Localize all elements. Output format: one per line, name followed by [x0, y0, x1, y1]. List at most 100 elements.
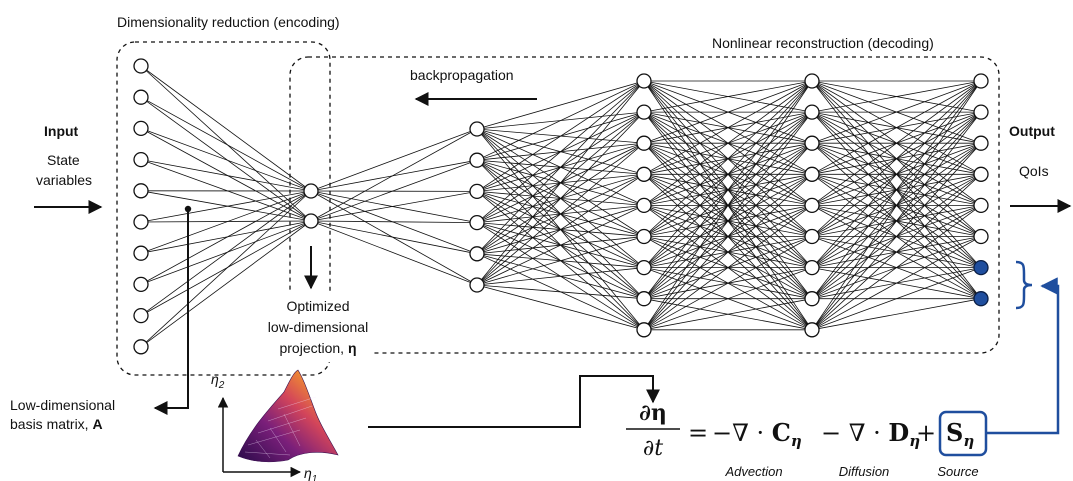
- node-layer2-1: [469, 152, 485, 168]
- connection-l3-8-6: [643, 267, 813, 331]
- eq-lhs-denominator: ∂t: [643, 436, 663, 461]
- node-layer0-5: [133, 214, 149, 230]
- connection-l0-6-0: [140, 190, 312, 254]
- connection-l0-7-0: [140, 190, 312, 285]
- connection-l3-8-3: [643, 174, 813, 331]
- connection-l1-1-5: [310, 220, 478, 286]
- connection-l4-8-4: [811, 205, 982, 331]
- node-layer4-4: [804, 197, 820, 214]
- encoding-box: [116, 41, 331, 376]
- connection-l1-0-3: [310, 190, 478, 223]
- connection-l3-8-4: [643, 205, 813, 331]
- connection-l1-0-4: [310, 190, 478, 255]
- connection-l4-8-7: [811, 298, 982, 331]
- connection-l2-5-0: [476, 80, 645, 286]
- connection-l0-2-1: [140, 128, 312, 222]
- connection-l0-9-1: [140, 220, 312, 348]
- input-title: Input: [44, 123, 79, 139]
- connection-l1-0-0: [310, 128, 478, 192]
- connection-l1-0-5: [310, 190, 478, 286]
- node-layer5-5: [973, 228, 989, 245]
- connection-l2-3-0: [476, 80, 645, 223]
- node-layer3-1: [636, 104, 652, 120]
- connection-l4-8-5: [811, 236, 982, 331]
- connection-l1-1-3: [310, 220, 478, 223]
- node-layer0-2: [133, 120, 149, 137]
- node-layer3-8: [636, 322, 652, 338]
- connection-l3-2-0: [643, 80, 813, 144]
- connection-l0-9-0: [140, 190, 312, 348]
- connection-l0-0-0: [140, 65, 312, 192]
- source-brace: [1015, 260, 1033, 310]
- connection-l0-3-0: [140, 159, 312, 192]
- connection-l0-5-0: [140, 190, 312, 223]
- connection-l3-8-1: [643, 111, 813, 331]
- basis-label-2: basis matrix, A: [10, 416, 103, 432]
- input-subtitle-2: variables: [36, 172, 92, 188]
- node-layer0-0: [133, 58, 149, 74]
- connection-l2-5-7: [476, 284, 645, 300]
- node-layer5-4: [973, 197, 989, 214]
- projection-label-3: projection, η: [279, 340, 356, 356]
- node-layer5-0: [973, 73, 989, 89]
- node-layer5-7: [973, 291, 989, 307]
- connection-l4-7-0: [811, 80, 982, 299]
- connection-l3-8-5: [643, 236, 813, 331]
- node-layer3-2: [636, 135, 652, 151]
- connection-l4-6-0: [811, 80, 982, 268]
- connection-l2-5-8: [476, 284, 645, 331]
- output-subtitle: QoIs: [1019, 163, 1049, 179]
- connection-l3-8-0: [643, 80, 813, 331]
- eq-plus: +: [916, 419, 936, 447]
- plot-to-equation-arrow: [368, 375, 660, 428]
- node-layer0-3: [133, 151, 149, 168]
- node-layer5-3: [973, 166, 989, 182]
- connection-l3-8-2: [643, 142, 813, 331]
- node-layer5-6: [973, 259, 989, 276]
- node-layer4-0: [804, 73, 820, 89]
- network-nodes: [133, 58, 989, 355]
- connection-l0-5-1: [140, 220, 312, 223]
- connection-l3-5-0: [643, 80, 813, 237]
- connection-l2-1-0: [476, 80, 645, 161]
- decoding-box: [289, 56, 1000, 354]
- manifold-mesh: [244, 396, 317, 459]
- connection-l1-1-0: [310, 128, 478, 222]
- label-advection: Advection: [724, 464, 782, 479]
- node-layer4-8: [804, 322, 820, 338]
- connection-l2-0-0: [476, 80, 645, 130]
- manifold-plot: η2 η1: [211, 369, 339, 481]
- connection-l0-4-1: [140, 190, 312, 222]
- manifold-surface: [237, 369, 339, 463]
- connection-l4-2-0: [811, 80, 982, 144]
- connection-l4-8-6: [811, 267, 982, 331]
- eq-term-advection: −∇ · Cη: [712, 418, 802, 450]
- node-layer0-1: [133, 89, 149, 105]
- connection-l0-2-0: [140, 128, 312, 192]
- input-subtitle-1: State: [47, 152, 80, 168]
- basis-arrow: [153, 209, 189, 415]
- connection-l4-4-0: [811, 80, 982, 206]
- eta2-label: η2: [211, 371, 225, 391]
- transport-equation: ∂η ∂t = −∇ · Cη − ∇ · Dη + Sη Advection …: [626, 400, 988, 479]
- connection-l2-2-0: [476, 80, 645, 192]
- connection-l4-8-0: [811, 80, 982, 331]
- output-title: Output: [1009, 123, 1055, 139]
- connection-l4-5-0: [811, 80, 982, 237]
- connection-l2-5-4: [476, 205, 645, 286]
- connection-l0-1-1: [140, 96, 312, 222]
- connection-l0-7-1: [140, 220, 312, 285]
- connection-l3-6-0: [643, 80, 813, 268]
- connection-l4-8-1: [811, 111, 982, 331]
- eta1-label: η1: [304, 465, 317, 481]
- connection-l2-5-5: [476, 236, 645, 286]
- node-layer2-0: [469, 121, 485, 137]
- connection-l3-8-7: [643, 298, 813, 331]
- node-layer0-8: [133, 307, 149, 324]
- node-layer4-3: [804, 166, 820, 182]
- connection-l3-1-0: [643, 80, 813, 113]
- connection-l2-5-1: [476, 111, 645, 286]
- label-source: Source: [937, 464, 978, 479]
- connection-l3-4-0: [643, 80, 813, 206]
